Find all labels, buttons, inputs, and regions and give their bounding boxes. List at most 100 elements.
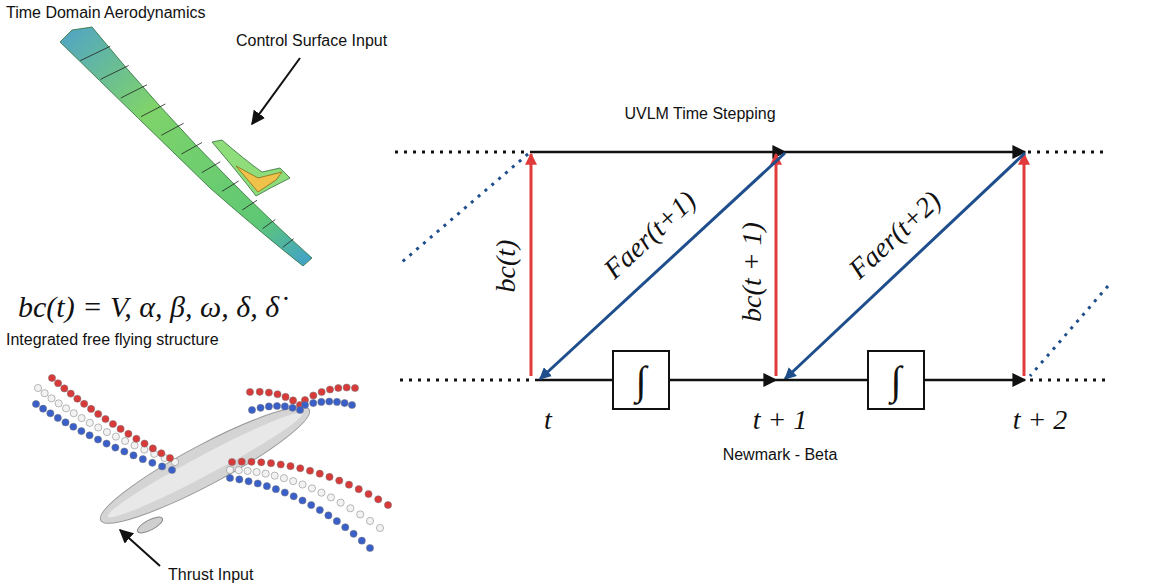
control-surface [236, 166, 282, 192]
structure-node [248, 406, 255, 413]
structure-node [267, 460, 274, 467]
structure-node [318, 388, 325, 395]
structure-node [117, 425, 124, 432]
structure-node [318, 489, 325, 496]
structure-node [112, 444, 119, 451]
panel-line [80, 46, 110, 60]
timeline-title: UVLM Time Stepping [624, 105, 775, 123]
force-dotted [1030, 286, 1108, 376]
newmark-timeline [925, 379, 1025, 382]
panel-line [121, 85, 147, 98]
structure-node [102, 415, 109, 422]
structure-node [256, 388, 263, 395]
structure-node [290, 493, 297, 500]
signal-label: bc(t + 1) [736, 222, 768, 322]
structure-node [74, 395, 81, 402]
structure-node [226, 466, 233, 473]
structure-node [244, 467, 251, 474]
structure-node [109, 420, 116, 427]
structure-node [262, 470, 269, 477]
signal-label: bc(t) [490, 240, 522, 293]
structure-node [226, 474, 233, 481]
integrator-box: ∫ [612, 350, 670, 410]
force-arrow [785, 153, 1025, 379]
structure-node [281, 489, 288, 496]
structure-node [310, 399, 317, 406]
structure-node [355, 486, 362, 493]
structure-node [158, 463, 165, 470]
structure-node [325, 512, 332, 519]
structure-node [246, 388, 253, 395]
time-label: t + 1 [753, 404, 808, 436]
structure-node [168, 466, 175, 473]
structure-node [366, 544, 373, 551]
structure-node [333, 398, 340, 405]
structure-node [357, 511, 364, 518]
structure-node [238, 458, 245, 465]
timeline-dotted [1028, 151, 1105, 154]
structure-node [258, 459, 265, 466]
structure-node [141, 440, 148, 447]
panel-line [202, 162, 221, 173]
structure-node [306, 467, 313, 474]
engine-pod [135, 514, 164, 536]
tail-surface [212, 140, 290, 196]
structure-node [253, 468, 260, 475]
structure-node [149, 445, 156, 452]
structure-node [337, 499, 344, 506]
uvlm-timeline [785, 151, 1025, 154]
structure-node [95, 410, 102, 417]
structure-node [326, 398, 333, 405]
wing-surface [60, 27, 312, 266]
structure-node [248, 458, 255, 465]
structure-node [149, 459, 156, 466]
structure-node [272, 486, 279, 493]
structure-node [236, 476, 243, 483]
structure-node [297, 465, 304, 472]
force-arrow [540, 153, 785, 379]
structure-node [228, 458, 235, 465]
structure-node [335, 384, 342, 391]
structure-node [327, 494, 334, 501]
bc-arrow [775, 154, 778, 376]
structure-node [32, 400, 39, 407]
panel-line [141, 104, 165, 117]
leader-arrow [120, 530, 160, 566]
structure-node [235, 467, 242, 474]
structure-node [282, 393, 289, 400]
structure-node [70, 410, 77, 417]
structure-node [158, 450, 165, 457]
aircraft-structure [32, 374, 391, 551]
structure-node [95, 424, 102, 431]
equation: bc(t) = V, α, β, ω, δ, δ̇ [18, 290, 279, 324]
structure-node [336, 477, 343, 484]
structure-node [265, 389, 272, 396]
structure-node [341, 399, 348, 406]
structure-node [54, 414, 61, 421]
figure-heading: Integrated free flying structure [6, 331, 219, 349]
structure-node [257, 404, 264, 411]
structure-node [103, 428, 110, 435]
structure-node [62, 405, 69, 412]
structure-node [301, 401, 308, 408]
structure-node [254, 480, 261, 487]
structure-node [131, 442, 138, 449]
structure-node [265, 403, 272, 410]
structure-node [287, 463, 294, 470]
structure-node [290, 478, 297, 485]
structure-node [351, 384, 358, 391]
structure-node [348, 401, 355, 408]
figure-heading: Time Domain Aerodynamics [6, 4, 205, 22]
structure-node [34, 384, 41, 391]
structure-node [347, 505, 354, 512]
structure-node [112, 433, 119, 440]
structure-node [103, 440, 110, 447]
time-label: t + 2 [1013, 404, 1068, 436]
structure-node [48, 395, 55, 402]
integral-symbol: ∫ [636, 357, 647, 404]
structure-node [289, 397, 296, 404]
structure-node [350, 530, 357, 537]
callout-label: Control Surface Input [236, 32, 387, 50]
structure-node [271, 472, 278, 479]
structure-node [281, 403, 288, 410]
